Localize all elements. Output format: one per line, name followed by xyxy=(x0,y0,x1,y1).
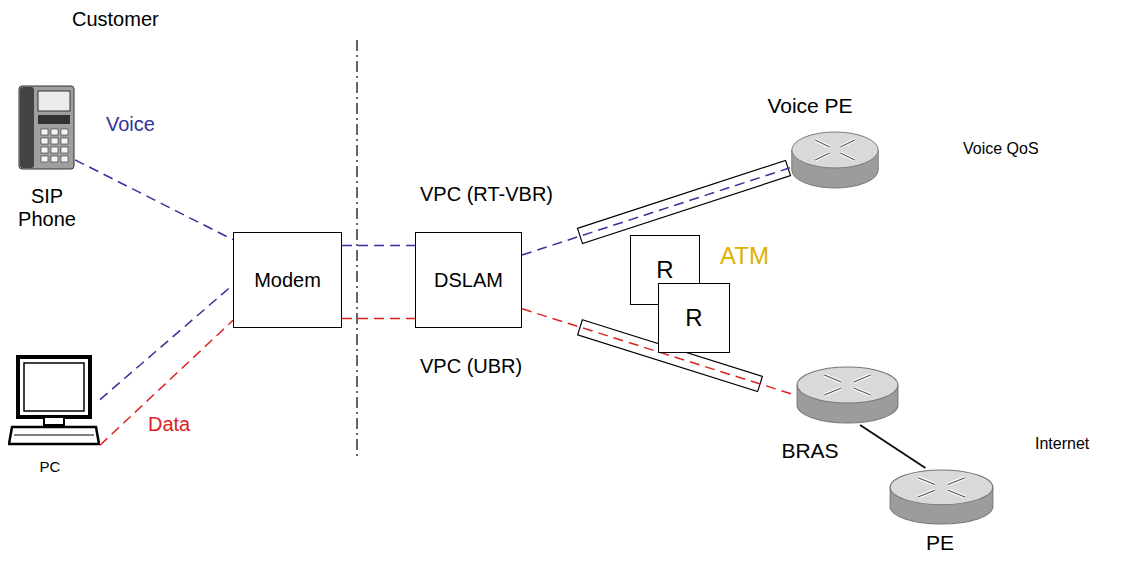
pc-icon: PC xyxy=(8,355,100,448)
cloud-label: Internet xyxy=(1035,435,1089,453)
customer-boundary-line xyxy=(356,40,357,456)
atm-cloud: ATM RR xyxy=(520,170,880,385)
node-label: PE xyxy=(926,531,954,555)
voice-qos-cloud: Voice QoS xyxy=(858,62,1090,210)
cloud-label: Voice QoS xyxy=(963,140,1039,158)
modem-box: Modem xyxy=(233,232,342,328)
box-text: DSLAM xyxy=(434,269,503,292)
connector-line xyxy=(342,318,415,320)
connector-line xyxy=(100,320,233,445)
edge-label: Data xyxy=(148,413,190,436)
bras-router: BRAS xyxy=(795,365,900,425)
sip-phone-icon: SIP Phone xyxy=(18,85,75,170)
box-text: Modem xyxy=(254,269,321,292)
router-box: R xyxy=(658,283,730,353)
sip-phone-icon-shape xyxy=(18,85,75,170)
edge-label: Voice xyxy=(106,113,155,136)
connector-line xyxy=(100,285,233,400)
node-label: PC xyxy=(40,458,61,475)
connector-line xyxy=(342,245,415,247)
node-label: SIP Phone xyxy=(11,185,83,231)
internet-cloud: Internet xyxy=(935,345,1128,492)
vpc-tube xyxy=(578,160,791,243)
connector-line xyxy=(860,425,925,468)
box-text: R xyxy=(656,256,673,284)
vpc-label: VPC (UBR) xyxy=(420,355,522,378)
bras-router-shape xyxy=(795,365,900,425)
node-label: Voice PE xyxy=(767,94,852,118)
pe-router: PE xyxy=(888,468,995,526)
connector-line xyxy=(75,160,233,240)
cloud-label: ATM xyxy=(720,242,769,270)
dslam-box: DSLAM xyxy=(415,232,522,328)
voice-pe-router: Voice PE xyxy=(790,130,880,190)
vpc-label: VPC (RT-VBR) xyxy=(420,183,553,206)
box-text: R xyxy=(685,304,702,332)
pe-router-shape xyxy=(888,468,995,526)
pc-icon-shape xyxy=(8,355,100,448)
section-label: Customer xyxy=(72,8,159,31)
cloud-outline xyxy=(942,355,1119,488)
cloud-outline xyxy=(867,72,1079,206)
cloud-outline xyxy=(534,184,863,378)
voice-pe-router-shape xyxy=(790,130,880,190)
internet-cloud-shape xyxy=(935,345,1128,492)
voice-qos-cloud-shape xyxy=(858,62,1090,210)
node-label: BRAS xyxy=(781,439,838,463)
